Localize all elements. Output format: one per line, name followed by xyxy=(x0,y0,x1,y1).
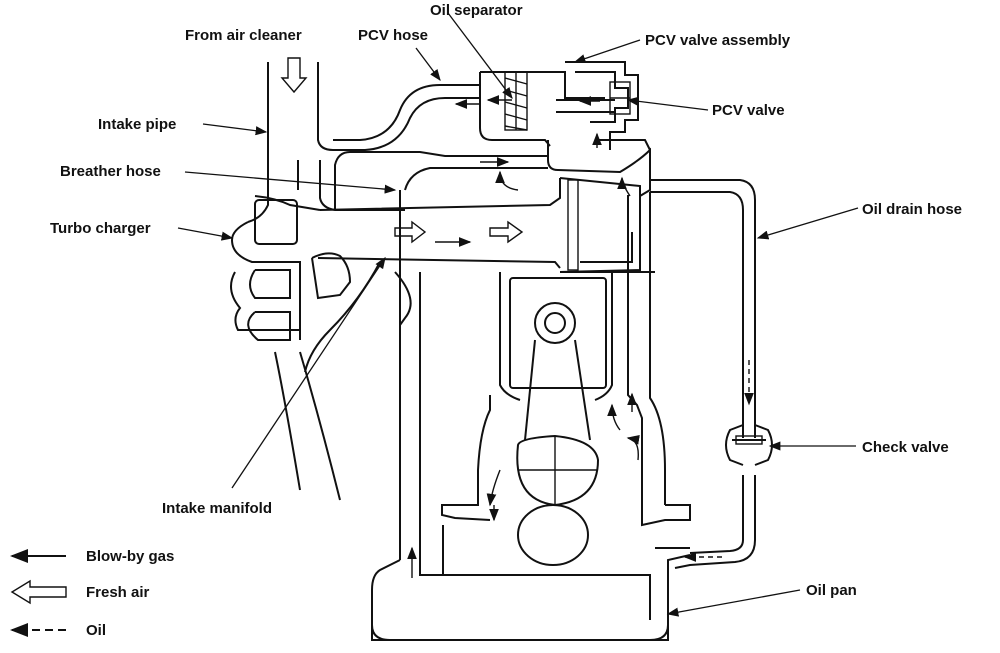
label-pcv-valve-assembly: PCV valve assembly xyxy=(645,32,791,49)
piston-and-connecting-rod xyxy=(509,277,607,566)
label-oil-pan: Oil pan xyxy=(806,582,857,599)
breather-hose xyxy=(334,151,548,560)
label-oil-separator: Oil separator xyxy=(430,2,523,19)
leader-lines xyxy=(177,12,859,617)
label-turbo-charger: Turbo charger xyxy=(50,220,151,237)
legend-blow-by-gas: Blow-by gas xyxy=(10,548,174,565)
check-valve xyxy=(725,424,773,466)
blow-by-gas-flow-arrows xyxy=(407,95,640,578)
turbo-charger xyxy=(230,195,352,501)
legend-oil-label: Oil xyxy=(86,622,106,639)
label-pcv-hose: PCV hose xyxy=(358,27,428,44)
intake-manifold xyxy=(304,178,561,373)
oil-separator xyxy=(479,71,605,147)
label-pcv-valve: PCV valve xyxy=(712,102,785,119)
crankcase xyxy=(371,525,691,641)
pcv-hose xyxy=(333,84,480,151)
label-oil-drain-hose: Oil drain hose xyxy=(862,201,962,218)
label-check-valve: Check valve xyxy=(862,439,949,456)
legend-blow-by-gas-label: Blow-by gas xyxy=(86,548,174,565)
fresh-air-inlet-arrow xyxy=(280,57,308,94)
legend-fresh-air-label: Fresh air xyxy=(86,584,150,601)
legend-oil: Oil xyxy=(10,622,106,639)
cylinder-head xyxy=(547,139,655,273)
pcv-valve xyxy=(609,81,631,115)
oil-drain-hose xyxy=(650,179,756,569)
oil-pan xyxy=(371,560,669,641)
label-intake-manifold: Intake manifold xyxy=(162,500,272,517)
label-breather-hose: Breather hose xyxy=(60,163,161,180)
legend-fresh-air: Fresh air xyxy=(10,579,150,605)
label-from-air-cleaner: From air cleaner xyxy=(185,27,302,44)
legend: Blow-by gas Fresh air Oil xyxy=(10,548,174,639)
label-intake-pipe: Intake pipe xyxy=(98,116,176,133)
